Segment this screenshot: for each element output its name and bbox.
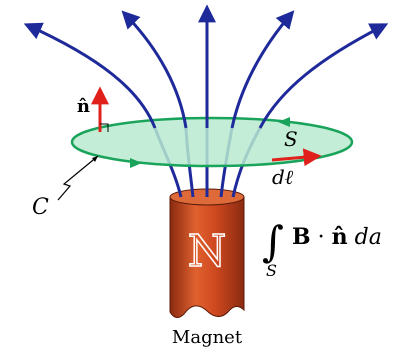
magnet: N	[169, 188, 245, 318]
field-line-5	[258, 23, 389, 129]
curve-label: C	[32, 195, 49, 220]
edge-arrow-back	[278, 117, 290, 127]
magnet-body	[169, 196, 245, 318]
edge-arrow-front	[130, 158, 142, 168]
integrand-dot: ·	[318, 225, 332, 250]
magnet-pole-label: N	[188, 226, 227, 277]
field-line-4	[230, 10, 295, 129]
normal-label: n̂	[77, 96, 90, 117]
field-line-2	[121, 10, 188, 129]
integrand: B · n̂ da	[292, 224, 382, 250]
integral-subscript: S	[266, 261, 277, 280]
integrand-b: B	[292, 224, 311, 250]
curve-direction-arrows	[130, 117, 290, 168]
dl-label: dℓ	[272, 165, 294, 189]
field-lines-upper	[23, 4, 389, 129]
magnet-caption: Magnet	[172, 327, 243, 348]
flux-integral: ∫ S B · n̂ da	[262, 217, 382, 280]
surface-s	[70, 116, 354, 168]
integrand-n: n̂	[332, 224, 348, 250]
integrand-da: da	[355, 225, 382, 250]
surface-label: S	[284, 127, 298, 151]
integral-sign: ∫	[262, 217, 284, 266]
field-line-1	[23, 22, 157, 129]
normal-vector: n̂	[77, 86, 109, 132]
curve-pointer: C	[32, 155, 99, 220]
dl-vector: dℓ	[271, 148, 322, 189]
